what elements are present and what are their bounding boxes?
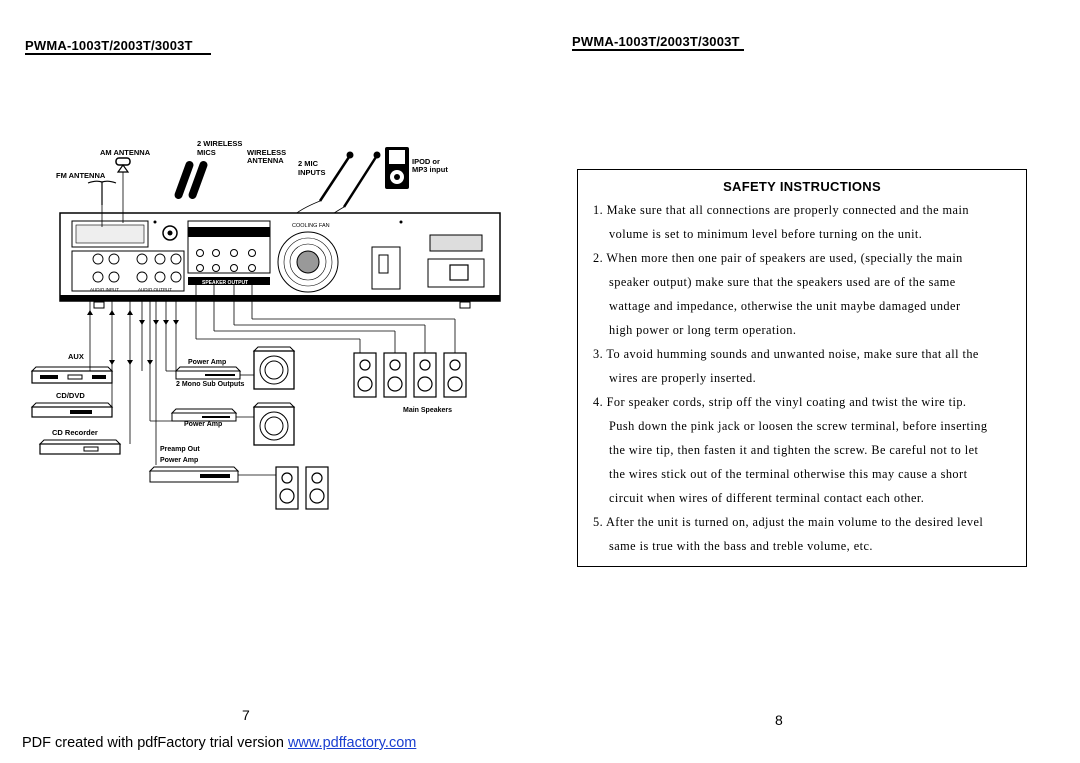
main-speakers-icon [353, 352, 467, 398]
safety-item-5-line-2: same is true with the bass and treble vo… [609, 539, 873, 553]
subwoofer-1-icon [252, 346, 296, 390]
speaker-output-label: SPEAKER OUTPUT [202, 280, 248, 286]
safety-item-2-line-3: wattage and impedance, otherwise the uni… [609, 299, 961, 313]
safety-item-4-line-5: circuit when wires of different terminal… [609, 491, 925, 505]
mic-inputs-label-2: INPUTS [298, 168, 326, 177]
pdffactory-link[interactable]: www.pdffactory.com [287, 735, 417, 751]
footer-text: PDF created with pdfFactory trial versio… [22, 735, 288, 751]
arrow-heads [87, 310, 179, 365]
audio-output-label: AUDIO OUTPUT [138, 287, 172, 292]
pdf-footer: PDF created with pdfFactory trial versio… [22, 735, 416, 751]
ipod-icon [385, 147, 409, 189]
left-model-heading: PWMA-1003T/2003T/3003T [25, 38, 193, 53]
power-amp-1-label: Power Amp [188, 359, 226, 366]
safety-item-4-line-3: the wire tip, then fasten it and tighten… [609, 443, 979, 457]
power-amp-3-icon [148, 466, 240, 483]
safety-item-1: 1. Make sure that all connections are pr… [593, 198, 1021, 246]
cooling-fan-label: COOLING FAN [292, 223, 330, 229]
wireless-mics-icon [174, 160, 208, 200]
power-amp-1-icon [174, 366, 242, 380]
fm-antenna-icon [87, 180, 117, 205]
safety-item-2-line-1: 2. When more then one pair of speakers a… [593, 251, 963, 265]
left-page-number: 7 [242, 707, 250, 723]
am-antenna-label: AM ANTENNA [100, 148, 151, 157]
safety-item-5: 5. After the unit is turned on, adjust t… [593, 510, 1021, 558]
power-amp-2-label: Power Amp [184, 421, 222, 428]
safety-instructions-box: SAFETY INSTRUCTIONS 1. Make sure that al… [577, 169, 1027, 567]
audio-input-label: AUDIO INPUT [90, 287, 119, 292]
cd-recorder-label: CD Recorder [52, 428, 98, 437]
aux-device-icon [30, 366, 114, 384]
subwoofer-2-icon [252, 402, 296, 446]
mono-sub-label: 2 Mono Sub Outputs [176, 381, 245, 388]
safety-item-4-line-2: Push down the pink jack or loosen the sc… [609, 419, 988, 433]
right-model-heading: PWMA-1003T/2003T/3003T [572, 34, 740, 49]
cd-recorder-device-icon [38, 439, 122, 455]
wireless-antenna-label-1: WIRELESS [247, 148, 286, 157]
ipod-label-2: MP3 input [412, 165, 448, 174]
safety-item-1-line-2: volume is set to minimum level before tu… [609, 227, 923, 241]
mic-inputs-label-1: 2 MIC [298, 159, 319, 168]
safety-item-3-line-1: 3. To avoid humming sounds and unwanted … [593, 347, 979, 361]
preamp-out-label: Preamp Out [160, 446, 200, 453]
cd-dvd-device-icon [30, 402, 114, 418]
right-page-number: 8 [775, 712, 783, 728]
safety-item-5-line-1: 5. After the unit is turned on, adjust t… [593, 515, 984, 529]
safety-item-4-line-1: 4. For speaker cords, strip off the viny… [593, 395, 967, 409]
preamp-speakers-icon [275, 466, 329, 510]
safety-item-4: 4. For speaker cords, strip off the viny… [593, 390, 1021, 510]
safety-item-3: 3. To avoid humming sounds and unwanted … [593, 342, 1021, 390]
connection-diagram: 2 WIRELESS MICS WIRELESS ANTENNA AM ANTE… [30, 139, 501, 510]
safety-title: SAFETY INSTRUCTIONS [723, 179, 881, 194]
ipod-label-1: IPOD or [412, 157, 440, 166]
left-heading-rule [25, 53, 211, 55]
safety-item-3-line-2: wires are properly inserted. [609, 371, 757, 385]
wireless-antenna-label-2: ANTENNA [247, 156, 284, 165]
safety-item-2-line-4: high power or long term operation. [609, 323, 797, 337]
safety-item-1-line-1: 1. Make sure that all connections are pr… [593, 203, 969, 217]
wireless-mics-label-1: 2 WIRELESS [197, 139, 242, 148]
amplifier-rear-panel: SPEAKER OUTPUT AUDIO INPUT AUDIO OUTPUT … [59, 212, 501, 309]
wireless-mics-label-2: MICS [197, 148, 216, 157]
cd-dvd-label: CD/DVD [56, 391, 85, 400]
aux-label: AUX [68, 352, 84, 361]
power-amp-2-icon [170, 408, 238, 422]
fm-antenna-label: FM ANTENNA [56, 171, 106, 180]
power-amp-3-label: Power Amp [160, 457, 198, 464]
connection-lines [89, 172, 456, 476]
am-antenna-icon [115, 157, 131, 173]
right-heading-rule [572, 49, 744, 51]
safety-item-2-line-2: speaker output) make sure that the speak… [609, 275, 956, 289]
main-speakers-label: Main Speakers [403, 407, 452, 414]
safety-item-2: 2. When more then one pair of speakers a… [593, 246, 1021, 342]
safety-item-4-line-4: the wires stick out of the terminal othe… [609, 467, 968, 481]
